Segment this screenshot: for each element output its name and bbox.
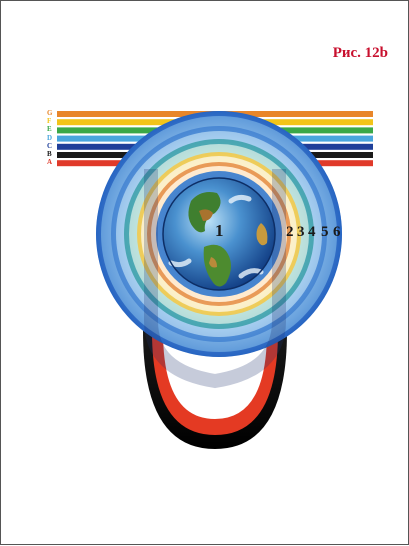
band-letter-e: E — [47, 125, 52, 134]
band-letter-g: G — [47, 109, 53, 117]
band-letter-b: B — [47, 150, 52, 158]
earth-globe — [162, 177, 276, 291]
ring-label-4: 4 — [308, 224, 316, 240]
figure-caption: Рис. 12b — [332, 45, 388, 61]
ring-label-2: 2 — [286, 224, 294, 240]
band-letter-f: F — [47, 117, 52, 126]
u-tube-overlay — [144, 169, 286, 389]
band-letter-a: A — [47, 158, 53, 167]
band-letter-d: D — [47, 133, 53, 142]
ring-label-6: 6 — [333, 224, 341, 240]
center-label: 1 — [215, 221, 224, 240]
ring-label-5: 5 — [321, 224, 329, 240]
ring-label-3: 3 — [297, 224, 305, 240]
band-letter-c: C — [47, 141, 53, 150]
